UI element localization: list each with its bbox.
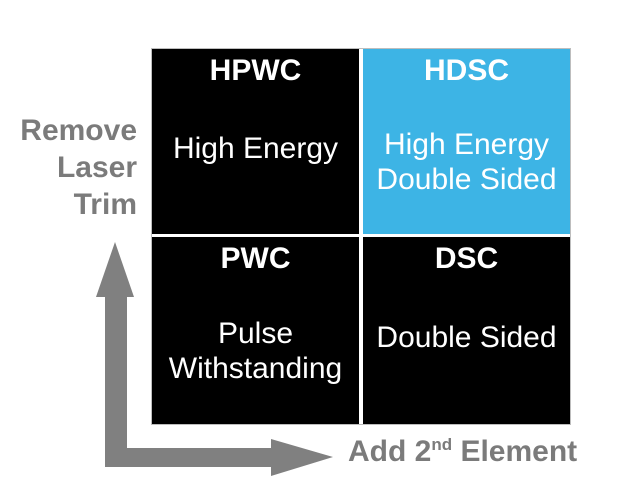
quadrant-hdsc-line-1: High Energy [383, 127, 550, 161]
x-axis-label-prefix: Add 2 [348, 435, 432, 468]
x-axis-label-suffix: Element [452, 435, 578, 468]
y-axis-label-line-2: Laser [56, 151, 137, 184]
up-arrow-shaft [105, 294, 127, 467]
y-axis-label: Remove Laser Trim [0, 112, 137, 223]
quadrant-dsc-line-1: Double Sided [376, 321, 557, 354]
x-axis-label-superscript: nd [431, 435, 453, 454]
x-axis-label: Add 2nd Element [348, 434, 577, 470]
quadrant-pwc-code: PWC [220, 242, 291, 275]
quadrant-pwc-line-2: Withstanding [168, 351, 343, 385]
quadrant-hdsc-code: HDSC [423, 54, 509, 87]
quadrant-hpwc-line-1: High Energy [172, 132, 339, 165]
quadrant-hdsc-line-2: Double Sided [376, 162, 557, 196]
right-arrow-shaft [105, 448, 271, 467]
y-axis-label-line-3: Trim [73, 188, 137, 221]
y-axis-label-line-1: Remove [20, 114, 137, 147]
quadrant-pwc-description: Pulse Withstanding [152, 277, 359, 424]
axis-arrow-group [96, 242, 333, 476]
quadrant-hpwc-code: HPWC [209, 54, 302, 87]
quadrant-dsc-code: DSC [434, 242, 499, 275]
quadrant-dsc: DSC Double Sided [363, 237, 570, 424]
quadrant-hpwc-description: High Energy [152, 89, 359, 234]
quadrant-hpwc: HPWC High Energy [152, 49, 359, 234]
quadrant-hdsc: HDSC High Energy Double Sided [363, 49, 570, 234]
product-matrix: HPWC High Energy HDSC High Energy Double… [151, 48, 571, 425]
quadrant-dsc-description: Double Sided [363, 277, 570, 424]
quadrant-pwc-line-1: Pulse [217, 316, 294, 350]
quadrant-pwc: PWC Pulse Withstanding [152, 237, 359, 424]
up-arrow-head-icon [96, 242, 134, 297]
right-arrow-head-icon [271, 439, 333, 476]
quadrant-hdsc-description: High Energy Double Sided [363, 89, 570, 234]
